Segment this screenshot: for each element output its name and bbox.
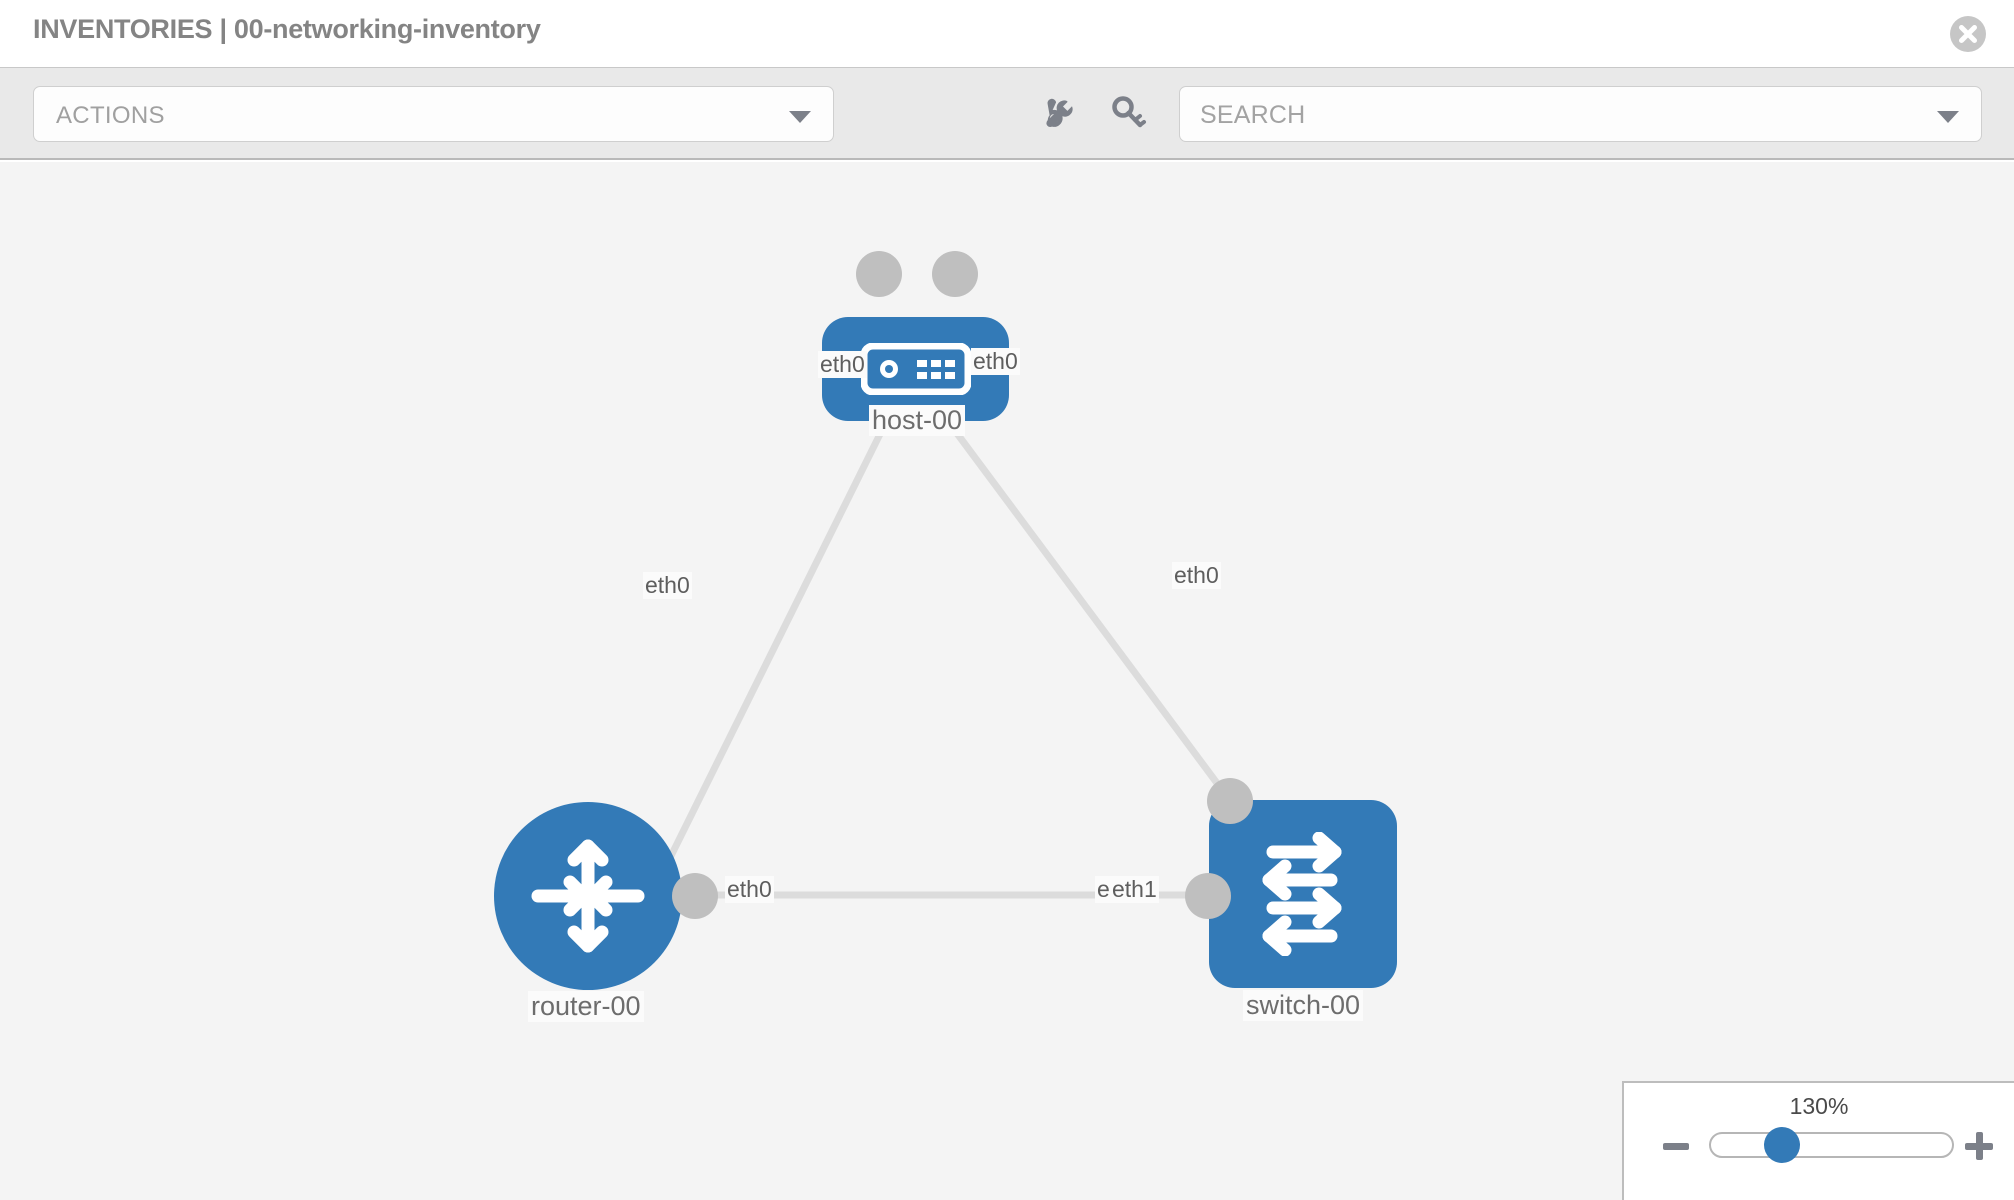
topology-links [664,421,1234,899]
zoom-slider-thumb[interactable] [1764,1127,1800,1163]
interface-stub-switch-left[interactable] [1185,873,1231,919]
interface-label-router-right: eth0 [725,876,774,903]
interface-label-switch-up: eth0 [1172,562,1221,589]
close-icon[interactable] [1950,16,1986,52]
search-input[interactable]: SEARCH [1179,86,1982,142]
interface-label-switch-left: eth1 [1110,876,1159,903]
interface-stub-host-left[interactable] [856,251,902,297]
search-placeholder: SEARCH [1200,101,1306,129]
page-title: INVENTORIES | 00-networking-inventory [33,14,541,44]
chevron-down-icon[interactable] [1937,111,1959,123]
link-host-switch [947,421,1234,805]
topology-canvas[interactable]: host-00 eth0 eth0 [0,162,2014,1200]
chevron-down-icon [789,111,811,123]
title-bar: INVENTORIES | 00-networking-inventory [0,0,2014,68]
toolbar: ACTIONS SEARCH [0,68,2014,160]
interface-label-host-right: eth0 [971,348,1020,375]
zoom-control-panel: 130% [1622,1081,2014,1200]
interface-stub-router-right[interactable] [672,873,718,919]
node-label-host: host-00 [869,405,966,436]
zoom-percent-label: 130% [1789,1093,1849,1119]
interface-stub-switch-up[interactable] [1207,778,1253,824]
actions-dropdown-label: ACTIONS [56,102,165,129]
link-host-router [664,422,889,864]
actions-dropdown[interactable]: ACTIONS [33,86,834,142]
plus-icon[interactable] [1965,1132,1993,1160]
router-four-arrows-icon[interactable] [494,802,682,990]
interface-stub-host-right[interactable] [932,251,978,297]
key-icon[interactable] [1107,92,1151,136]
node-label-switch: switch-00 [1243,990,1364,1021]
interface-label-host-left: eth0 [818,351,867,378]
switch-bidirectional-arrows-icon[interactable] [1209,800,1397,988]
minus-icon[interactable] [1663,1143,1689,1150]
zoom-slider-track[interactable] [1709,1132,1954,1158]
wrench-icon[interactable] [1039,92,1083,136]
interface-label-router-up: eth0 [643,572,692,599]
node-label-router: router-00 [528,991,644,1022]
